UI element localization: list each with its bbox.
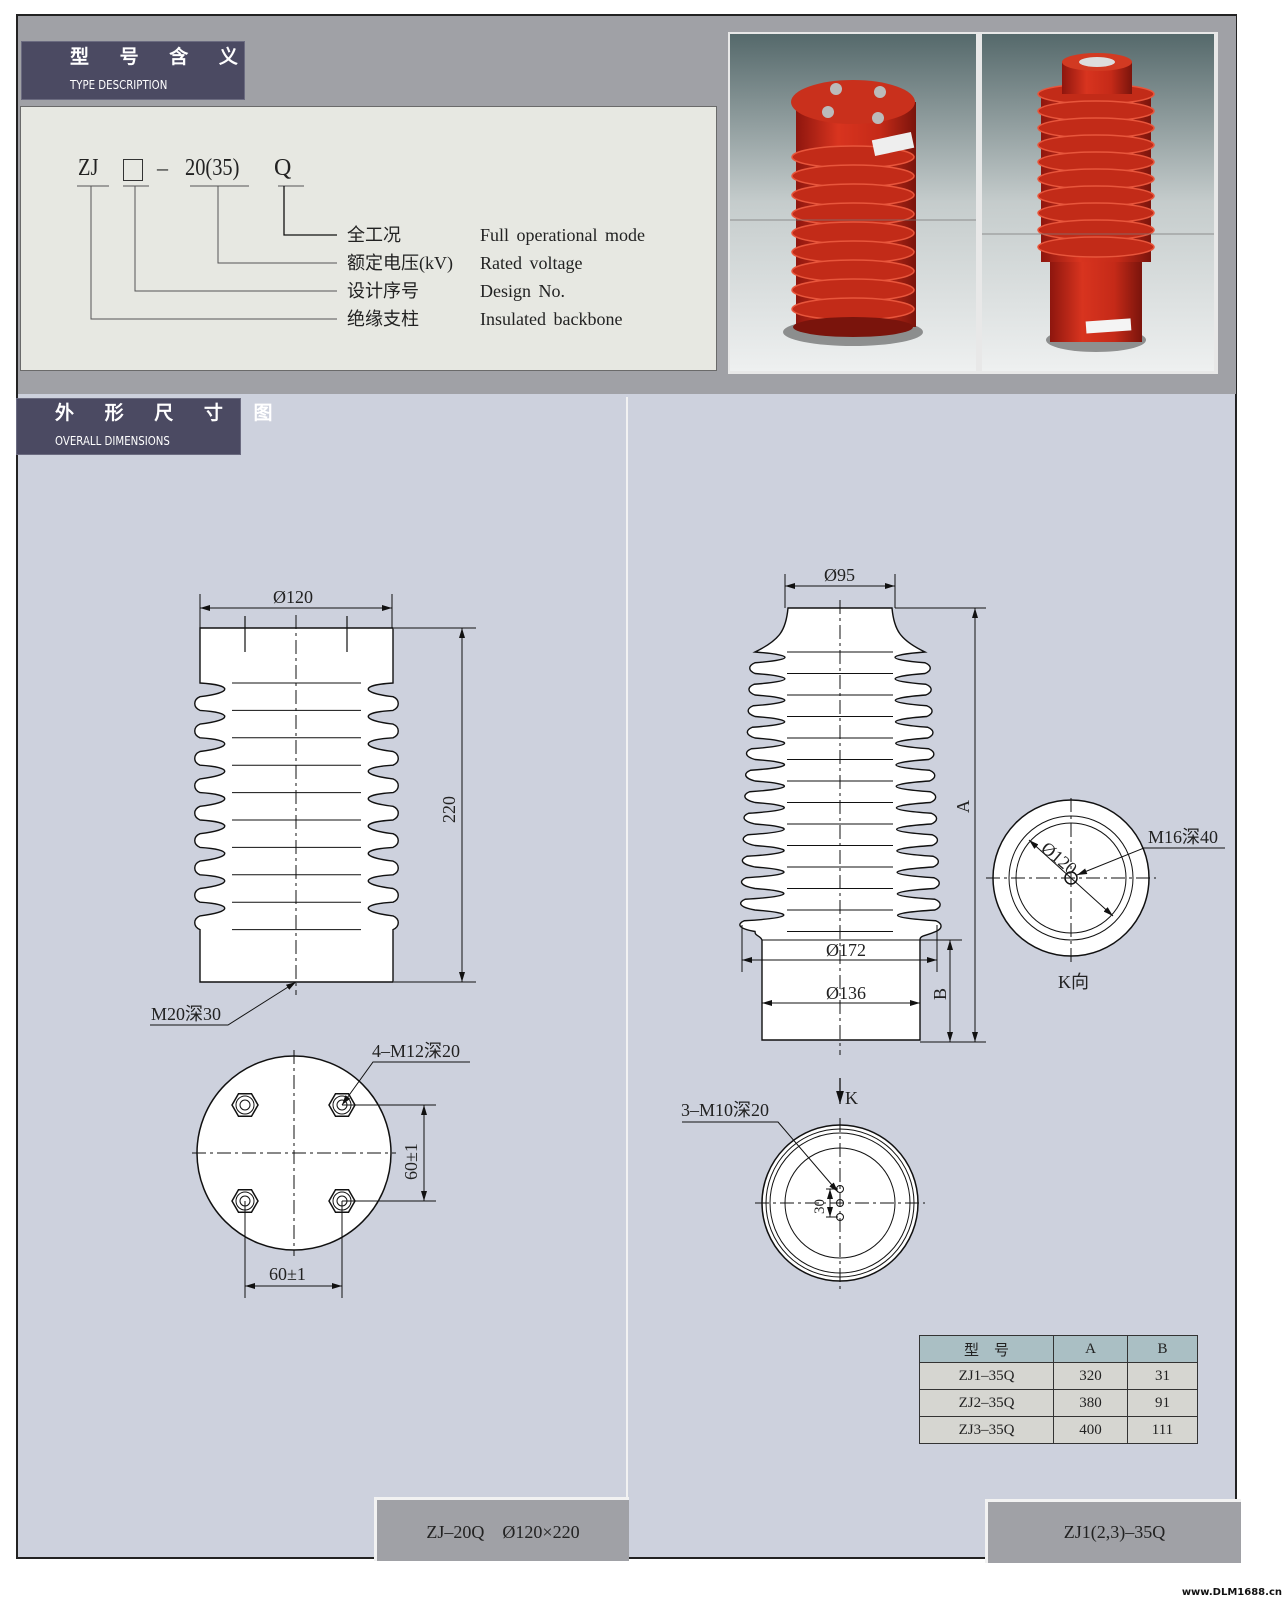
legend-en: Rated voltage: [480, 253, 583, 273]
product-photos: [728, 32, 1218, 374]
k-view-thread: M16深40: [1148, 827, 1218, 847]
photo-zj-20q: [730, 34, 976, 371]
zj-20q-side-view: [150, 594, 476, 1026]
hex-bolt-icon: [328, 1188, 356, 1214]
photo-shed: [1037, 236, 1155, 258]
bolt-hole: [239, 1099, 251, 1111]
caption-zj-20q: ZJ–20Q Ø120×220: [374, 1497, 629, 1561]
hex-bolt-icon: [231, 1092, 259, 1118]
dim-height-220: 220: [439, 796, 459, 823]
cell-b: 91: [1127, 1389, 1198, 1417]
header-title-cn: 外 形 尺 寸 图: [55, 402, 285, 424]
legend-en-list: Full operational mode Rated voltage Desi…: [480, 221, 645, 333]
zj-20q-top-view: [192, 1050, 470, 1298]
dim-b: B: [930, 988, 950, 1000]
label-top-holes: 4–M12深20: [372, 1041, 460, 1061]
bolt-ring: [235, 1095, 255, 1115]
dim-dia-120: Ø120: [273, 587, 313, 607]
type-code-box: ZJ – 20(35) Q 全工况 额定电压(kV) 设计序号 绝缘支柱 Ful…: [20, 106, 717, 371]
type-code-leader-lines: [77, 185, 337, 320]
photo-zj-35q: [982, 34, 1214, 371]
type-description-header: 型 号 含 义 TYPE DESCRIPTION: [21, 41, 245, 100]
k-view-label: K向: [1058, 972, 1089, 992]
header-title-en: OVERALL DIMENSIONS: [55, 434, 170, 448]
code-part-series: ZJ: [78, 155, 99, 181]
code-part-mode: Q: [274, 155, 292, 181]
hex-bolt-icon: [231, 1188, 259, 1214]
legend-en: Design No.: [480, 281, 565, 301]
code-part-design-box: [123, 159, 143, 181]
table-header: 型 号: [919, 1335, 1054, 1363]
k-arrow-label: K: [845, 1088, 858, 1108]
table-header: B: [1127, 1335, 1198, 1363]
code-part-dash: –: [157, 155, 168, 180]
label-bottom-thread: M20深30: [151, 1004, 221, 1024]
legend-cn: 全工况: [347, 225, 401, 245]
dim-spacing-vertical: 60±1: [401, 1143, 421, 1180]
dim-spacing-horizontal: 60±1: [269, 1264, 306, 1284]
dim-dia-136: Ø136: [826, 983, 866, 1003]
dim-a: A: [953, 800, 973, 813]
zj-35q-side-view: [739, 574, 986, 1104]
header-title-cn: 型 号 含 义: [70, 46, 250, 68]
cell-model: ZJ3–35Q: [919, 1416, 1054, 1444]
zj-35q-bottom-view: [682, 1118, 925, 1290]
dim-dia-172: Ø172: [826, 940, 866, 960]
watermark: www.DLM1688.cn: [1181, 1587, 1282, 1598]
label-bottom-holes: 3–M10深20: [681, 1100, 769, 1120]
cell-b: 111: [1127, 1416, 1198, 1444]
hex-bolt-icon: [328, 1092, 356, 1118]
header-title-en: TYPE DESCRIPTION: [70, 78, 168, 92]
k-view: [986, 798, 1225, 965]
legend-cn-list: 全工况 额定电压(kV) 设计序号 绝缘支柱: [347, 221, 453, 333]
cell-a: 380: [1053, 1389, 1128, 1417]
table-header: A: [1053, 1335, 1128, 1363]
legend-cn: 设计序号: [347, 281, 419, 301]
overall-dimensions-header: 外 形 尺 寸 图 OVERALL DIMENSIONS: [16, 398, 272, 455]
cell-a: 400: [1053, 1416, 1128, 1444]
cell-b: 31: [1127, 1362, 1198, 1390]
legend-en: Full operational mode: [480, 225, 645, 245]
dim-dia-95: Ø95: [824, 565, 855, 585]
caption-zj-35q: ZJ1(2,3)–35Q: [985, 1499, 1241, 1563]
cell-a: 320: [1053, 1362, 1128, 1390]
cell-model: ZJ2–35Q: [919, 1389, 1054, 1417]
dim-bottom-spacing: 30: [812, 1199, 828, 1214]
legend-cn: 额定电压(kV): [347, 253, 453, 273]
legend-en: Insulated backbone: [480, 309, 623, 329]
cell-model: ZJ1–35Q: [919, 1362, 1054, 1390]
panel-divider: [626, 397, 628, 1559]
table-header-row: 型 号 A B: [919, 1335, 1198, 1363]
code-part-voltage: 20(35): [185, 155, 240, 181]
legend-cn: 绝缘支柱: [347, 309, 419, 329]
